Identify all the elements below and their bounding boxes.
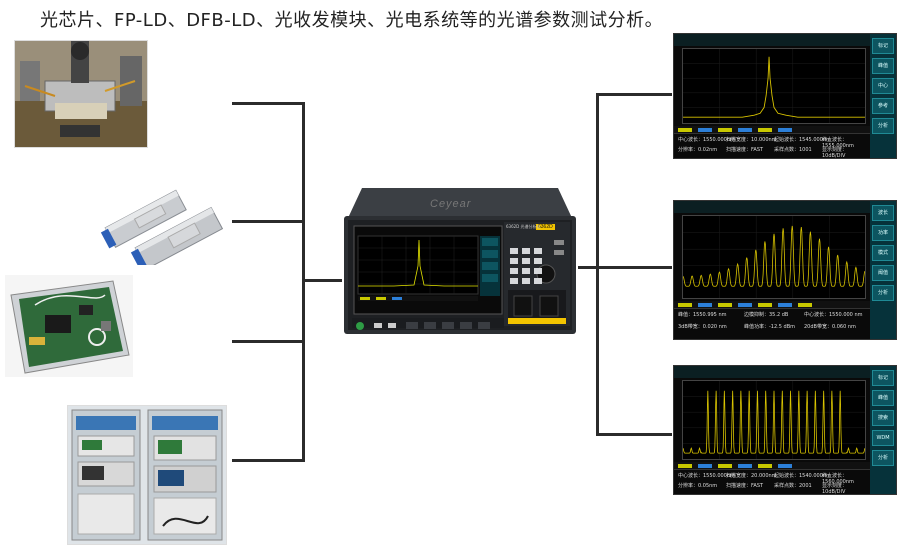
readout: 峰值功率：-12.5 dBm bbox=[744, 324, 796, 330]
readout: 起始波长：1545.000nm bbox=[774, 137, 831, 143]
connector-left-bus bbox=[302, 102, 305, 462]
readout: 中心波长：1550.000 nm bbox=[804, 312, 863, 318]
screen-trace-legend bbox=[674, 462, 870, 470]
softkey[interactable]: 波长 bbox=[872, 205, 894, 221]
screen-header bbox=[674, 366, 896, 378]
readout: 3dB带宽：0.020 nm bbox=[678, 324, 727, 330]
softkey[interactable]: WDM bbox=[872, 430, 894, 446]
screen-softkeys: 标记 峰值 中心 参考 分析 bbox=[870, 34, 896, 158]
screen-plot-area bbox=[682, 48, 866, 124]
photo-test-rack bbox=[67, 405, 227, 545]
softkey[interactable]: 分析 bbox=[872, 118, 894, 134]
softkey[interactable]: 模式 bbox=[872, 245, 894, 261]
spectrum-analyzer-instrument: Ceyear 6362D 6362D 光谱分析仪 bbox=[340, 188, 580, 340]
softkey[interactable]: 分析 bbox=[872, 285, 894, 301]
screen-plot-area bbox=[682, 380, 866, 460]
readout: 中心波长：1550.000nm bbox=[678, 473, 735, 479]
readout: 显示刻度：10dB/DIV bbox=[822, 147, 848, 159]
instrument-trace bbox=[358, 239, 478, 287]
instrument-keypad bbox=[508, 240, 566, 324]
instrument-brand: Ceyear bbox=[430, 198, 472, 210]
screen-header bbox=[674, 34, 896, 46]
softkey[interactable]: 阈值 bbox=[872, 265, 894, 281]
readout: 终止波长：1555.000nm bbox=[822, 137, 854, 149]
readout: 20dB带宽：0.060 nm bbox=[804, 324, 856, 330]
screen-readouts: 峰值：1550.995 nm 边模抑制：35.2 dB 中心波长：1550.00… bbox=[674, 308, 870, 339]
probe-station-illustration bbox=[15, 41, 147, 147]
connector-right-bus bbox=[596, 93, 599, 436]
readout: 采样点数：1001 bbox=[774, 147, 812, 153]
circuit-board-illustration bbox=[10, 280, 130, 374]
sfp-modules-illustration bbox=[100, 189, 224, 265]
softkey[interactable]: 标记 bbox=[872, 38, 894, 54]
screen-header bbox=[674, 201, 896, 213]
readout: 中心波长：1550.000nm bbox=[678, 137, 735, 143]
readout: 扫描宽度：10.000nm bbox=[726, 137, 777, 143]
readout: 显示刻度：10dB/DIV bbox=[822, 483, 848, 495]
photo-circuit-board bbox=[5, 275, 133, 377]
instrument-bottom-buttons bbox=[356, 322, 490, 330]
instrument-model: 6362D 光谱分析仪 bbox=[506, 224, 541, 229]
connector-instrument-to-right bbox=[578, 266, 598, 269]
connector-screen-1 bbox=[596, 93, 672, 96]
spectrum-screen-dfb-comb: 标记 峰值 搜索 WDM 分析 中心波长：1550.000nm 扫描宽度：20.… bbox=[673, 365, 897, 495]
readout: 峰值：1550.995 nm bbox=[678, 312, 727, 318]
test-rack-illustration bbox=[68, 406, 226, 544]
connector-device-1 bbox=[232, 102, 304, 105]
screen-readouts: 中心波长：1550.000nm 扫描宽度：10.000nm 起始波长：1545.… bbox=[674, 133, 870, 158]
connector-device-2 bbox=[232, 220, 304, 223]
screen-trace-legend bbox=[674, 301, 870, 309]
connector-screen-2 bbox=[596, 266, 672, 269]
connector-device-3 bbox=[232, 340, 304, 343]
readout: 扫描宽度：20.000nm bbox=[726, 473, 777, 479]
screen-readouts: 中心波长：1550.000nm 扫描宽度：20.000nm 起始波长：1540.… bbox=[674, 469, 870, 494]
softkey[interactable]: 峰值 bbox=[872, 390, 894, 406]
softkey[interactable]: 标记 bbox=[872, 370, 894, 386]
photo-sfp-modules bbox=[95, 165, 230, 265]
connector-left-to-instrument bbox=[302, 279, 342, 282]
photo-optical-chip bbox=[14, 40, 148, 148]
screen-trace-legend bbox=[674, 126, 870, 134]
screen-softkeys: 标记 峰值 搜索 WDM 分析 bbox=[870, 366, 896, 494]
spectrum-screen-fp-ld: 波长 功率 模式 阈值 分析 峰值：1550.995 nm 边模抑制：35.2 … bbox=[673, 200, 897, 340]
trace-line bbox=[683, 56, 865, 118]
readout: 分辨率：0.02nm bbox=[678, 147, 718, 153]
softkey[interactable]: 中心 bbox=[872, 78, 894, 94]
page-title: 光芯片、FP-LD、DFB-LD、光收发模块、光电系统等的光谱参数测试分析。 bbox=[40, 10, 664, 31]
fp-ld-trace-plot bbox=[682, 216, 866, 298]
readout: 扫描速度：FAST bbox=[726, 147, 764, 153]
readout: 扫描速度：FAST bbox=[726, 483, 764, 489]
readout: 边模抑制：35.2 dB bbox=[744, 312, 789, 318]
comb-trace-plot bbox=[682, 381, 866, 459]
readout: 起始波长：1540.000nm bbox=[774, 473, 831, 479]
readout: 分辨率：0.05nm bbox=[678, 483, 718, 489]
softkey[interactable]: 峰值 bbox=[872, 58, 894, 74]
softkey[interactable]: 功率 bbox=[872, 225, 894, 241]
readout: 终止波长：1560.000nm bbox=[822, 473, 854, 485]
connector-device-4 bbox=[232, 459, 304, 462]
readout: 采样点数：2001 bbox=[774, 483, 812, 489]
softkey[interactable]: 参考 bbox=[872, 98, 894, 114]
connector-screen-3 bbox=[596, 433, 672, 436]
softkey[interactable]: 分析 bbox=[872, 450, 894, 466]
trace-line bbox=[682, 390, 866, 454]
instrument-badge: 6362D bbox=[536, 224, 555, 230]
instrument-screen bbox=[357, 235, 500, 301]
single-peak-trace-plot bbox=[683, 49, 865, 123]
screen-plot-area bbox=[682, 215, 866, 299]
spectrum-screen-single-peak: 标记 峰值 中心 参考 分析 中心波长：1550.000nm 扫描宽度：10.0… bbox=[673, 33, 897, 159]
screen-softkeys: 波长 功率 模式 阈值 分析 bbox=[870, 201, 896, 339]
trace-line bbox=[682, 225, 866, 287]
softkey[interactable]: 搜索 bbox=[872, 410, 894, 426]
